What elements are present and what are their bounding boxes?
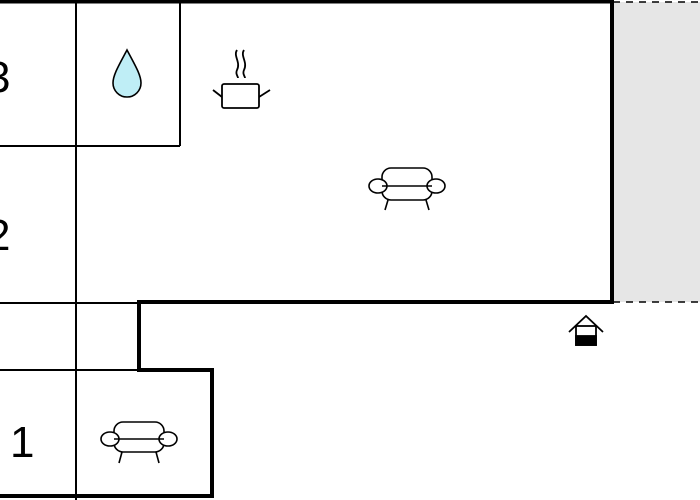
sofa-icon bbox=[100, 421, 178, 464]
room-label-1: 1 bbox=[10, 418, 34, 467]
outer-wall bbox=[0, 0, 614, 498]
house-entrance-icon bbox=[568, 314, 604, 346]
terrace-area bbox=[613, 2, 700, 302]
terrace-dashed-border bbox=[613, 1, 700, 303]
room-label-3: 3 bbox=[0, 53, 10, 102]
room-label-2: 2 bbox=[0, 211, 10, 260]
water-drop-icon bbox=[112, 48, 142, 98]
cooking-pot-icon bbox=[212, 49, 271, 109]
interior-walls bbox=[0, 0, 181, 500]
sofa-icon bbox=[368, 167, 446, 211]
